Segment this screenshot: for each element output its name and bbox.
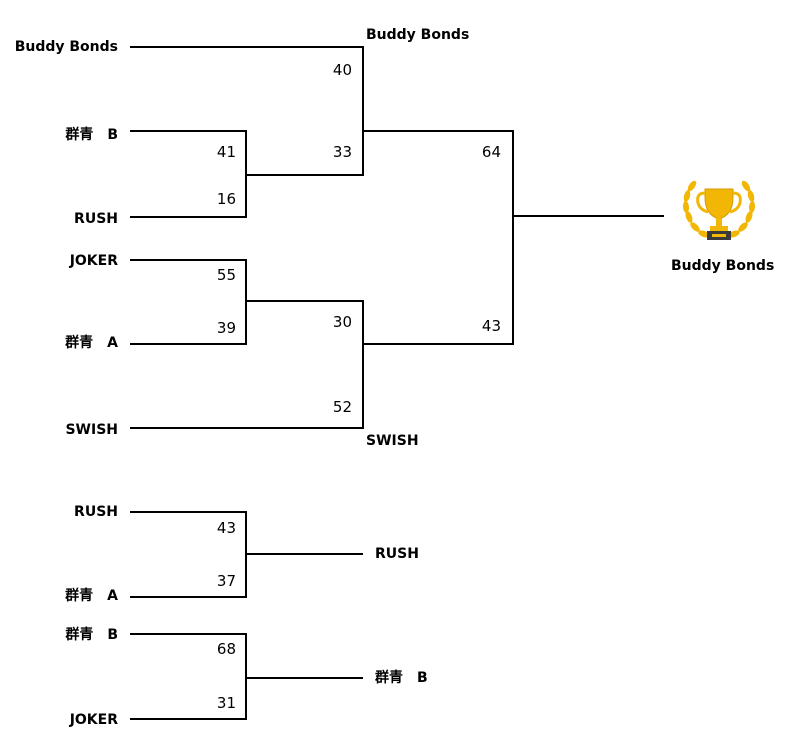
- score: 55: [216, 266, 236, 284]
- bracket-line: [130, 633, 246, 635]
- bracket-line: [245, 677, 363, 679]
- bracket-line: [245, 174, 363, 176]
- team-name: RUSH: [74, 504, 118, 520]
- bracket-line: [130, 427, 363, 429]
- team-name: JOKER: [69, 712, 118, 728]
- bracket-line: [130, 46, 363, 48]
- bracket-line: [245, 300, 363, 302]
- winner-label: RUSH: [375, 546, 419, 562]
- bracket-line: [130, 511, 246, 513]
- score: 52: [332, 398, 352, 416]
- score: 31: [216, 694, 236, 712]
- bracket-line: [130, 259, 246, 261]
- champion-name: Buddy Bonds: [671, 258, 775, 274]
- bracket-line: [245, 553, 363, 555]
- score: 30: [332, 313, 352, 331]
- bracket-line: [130, 596, 246, 598]
- trophy-icon: [682, 180, 756, 240]
- score: 40: [332, 61, 352, 79]
- score: 43: [216, 519, 236, 537]
- team-name: Buddy Bonds: [14, 39, 118, 55]
- bracket-line: [130, 216, 246, 218]
- bracket-line: [130, 718, 246, 720]
- bracket-line: [130, 343, 246, 345]
- score: 68: [216, 640, 236, 658]
- team-name: RUSH: [74, 211, 118, 227]
- score: 33: [332, 143, 352, 161]
- score: 41: [216, 143, 236, 161]
- advancing-team-label: SWISH: [366, 433, 419, 449]
- trophy-icon: [679, 175, 759, 249]
- team-name: JOKER: [69, 253, 118, 269]
- team-name: 群青 B: [65, 627, 118, 643]
- score: 16: [216, 190, 236, 208]
- bracket-line: [362, 300, 364, 429]
- bracket-line: [362, 46, 364, 176]
- bracket-line: [362, 343, 513, 345]
- team-name: 群青 B: [65, 127, 118, 143]
- advancing-team-label: Buddy Bonds: [366, 27, 470, 43]
- bracket-line: [245, 259, 247, 345]
- team-name: 群青 A: [65, 588, 118, 604]
- team-name: SWISH: [65, 422, 118, 438]
- bracket-line: [512, 130, 514, 345]
- bracket-line: [512, 215, 664, 217]
- bracket-line: [130, 130, 246, 132]
- bracket-line: [245, 633, 247, 720]
- team-name: 群青 A: [65, 335, 118, 351]
- score: 43: [481, 317, 501, 335]
- winner-label: 群青 B: [375, 670, 428, 686]
- score: 37: [216, 572, 236, 590]
- score: 64: [481, 143, 501, 161]
- score: 39: [216, 319, 236, 337]
- bracket-line: [362, 130, 513, 132]
